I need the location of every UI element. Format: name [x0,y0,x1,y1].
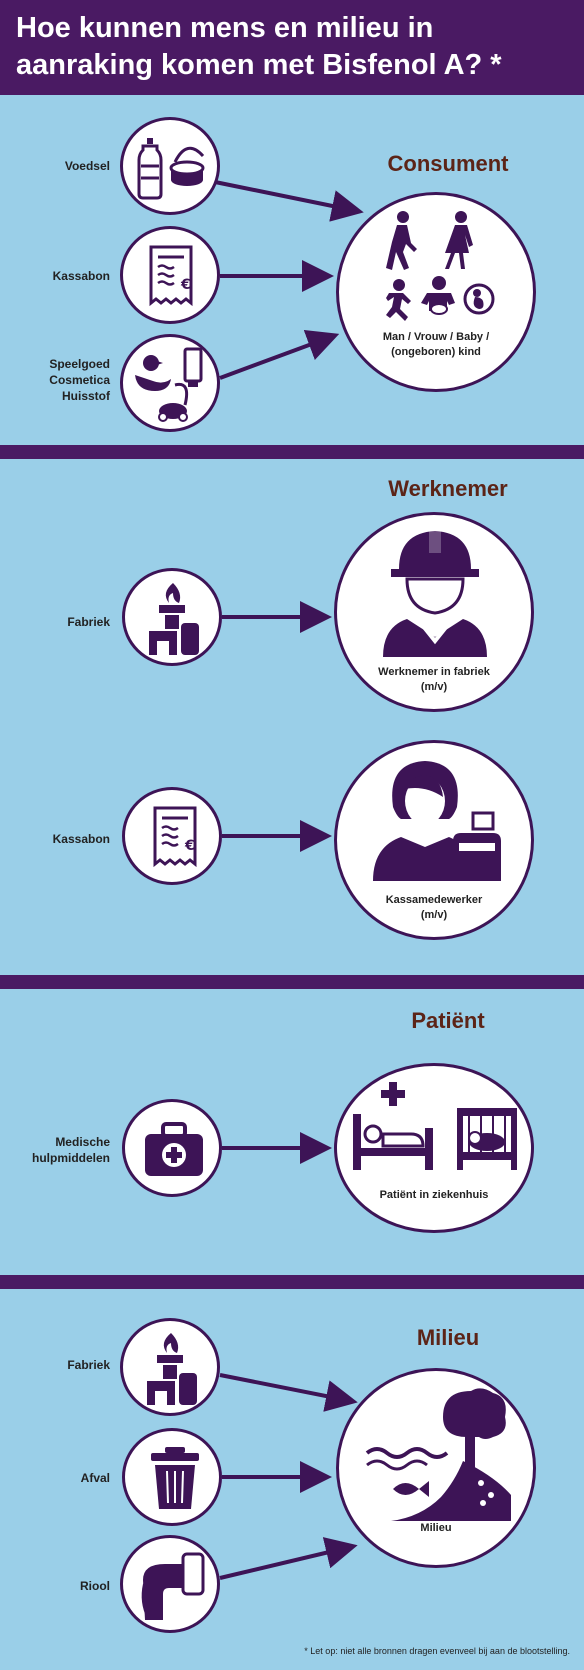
svg-text:€: € [184,838,195,854]
source-label-riool: Riool [80,1579,110,1593]
section-title-patient: Patiënt [411,1008,485,1033]
toys-cosmetics-icon [135,347,203,422]
page-title-line1: Hoe kunnen mens en milieu in [16,12,434,44]
food-icon [137,138,205,200]
arrow-speelgoed [219,329,340,380]
section-title-milieu: Milieu [416,1325,480,1350]
divider-bar [0,445,584,459]
target-label-consument: Man / Vrouw / Baby / (ongeboren) kind [382,331,490,358]
source-label-speelgoed: Speelgoed Cosmetica Huisstof [49,357,110,403]
worker-icon [383,531,487,657]
source-label-voedsel: Voedsel [64,159,110,173]
source-circle-kassabon-werknemer: € [122,787,222,885]
section-title-werknemer: Werknemer [388,476,508,501]
arrow-riool [219,1537,358,1580]
section-title-consument: Consument [387,151,509,176]
source-circle-voedsel [120,117,220,215]
target-circle-worker: Werknemer in fabriek (m/v) [334,512,534,712]
sewer-icon [141,1552,205,1620]
people-icon [386,211,495,321]
environment-icon [365,1388,511,1521]
target-circle-cashier: Kassamedewerker (m/v) [334,740,534,940]
svg-text:€: € [180,277,191,293]
source-label-fabriek: Fabriek [67,615,110,629]
page-title-line2: aanraking komen met Bisfenol A? * [16,49,502,81]
source-circle-kassabon: € [120,226,220,324]
first-aid-icon [145,1122,203,1176]
target-label-patient: Patiënt in ziekenhuis [379,1189,489,1201]
source-circle-fabriek-milieu [120,1318,220,1416]
header-banner: Hoe kunnen mens en milieu in aanraking k… [0,0,584,95]
target-circle-milieu: Milieu [336,1368,536,1568]
target-label-cashier: Kassamedewerker (m/v) [385,894,483,921]
source-label-medisch: Medische hulpmiddelen [32,1135,110,1165]
source-circle-afval [122,1428,222,1526]
arrow-fabriek-milieu [219,1373,358,1412]
target-circle-consument: Man / Vrouw / Baby / (ongeboren) kind [336,192,536,392]
divider-bar [0,975,584,989]
target-label-milieu: Milieu [420,1522,452,1534]
hospital-icon [353,1082,517,1170]
receipt-icon: € [149,245,193,307]
source-label-fabriek-milieu: Fabriek [67,1358,110,1372]
cashier-icon [373,761,501,881]
arrow-voedsel [214,180,364,222]
source-circle-medisch [122,1099,222,1197]
target-circle-patient: Patiënt in ziekenhuis [334,1063,534,1233]
trash-icon [151,1447,199,1509]
source-circle-speelgoed [120,334,220,432]
source-circle-fabriek [122,568,222,666]
target-label-worker: Werknemer in fabriek (m/v) [378,666,490,693]
source-label-kassabon-werknemer: Kassabon [52,832,110,846]
source-label-afval: Afval [80,1471,110,1485]
factory-icon [149,583,199,655]
source-label-kassabon: Kassabon [52,269,110,283]
footnote: * Let op: niet alle bronnen dragen evenv… [304,1646,570,1656]
factory-icon [147,1333,197,1405]
divider-bar [0,1275,584,1289]
receipt-icon: € [153,806,197,868]
source-circle-riool [120,1535,220,1633]
